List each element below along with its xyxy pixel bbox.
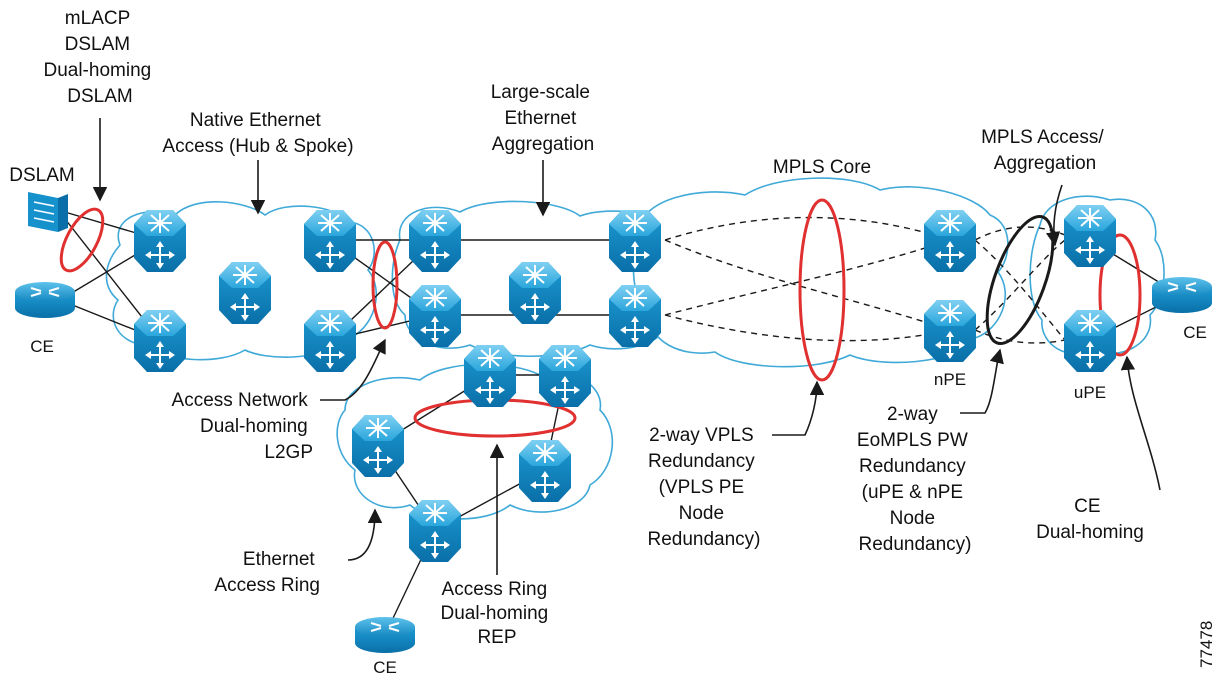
npe-switch-1 bbox=[923, 209, 977, 273]
ce-router-right bbox=[1151, 276, 1213, 314]
upe-switch-1 bbox=[1063, 204, 1117, 268]
access-switch-4 bbox=[303, 309, 357, 373]
mlacp-ellipse bbox=[59, 207, 105, 273]
native-ethernet-label: Native Ethernet Access (Hub & Spoke) bbox=[162, 110, 353, 157]
access-ring-label: Access Ring Dual-homing REP bbox=[440, 579, 553, 648]
ce-bottom-label: CE bbox=[373, 658, 397, 677]
eompls-label: 2-way EoMPLS PW Redundancy (uPE & nPE No… bbox=[857, 404, 973, 555]
access-network-label: Access Network Dual-homing L2GP bbox=[172, 390, 313, 463]
mpls-access-cloud bbox=[1029, 195, 1165, 355]
mpls-core-label: MPLS Core bbox=[773, 157, 871, 178]
mpls-access-label: MPLS Access/ Aggregation bbox=[981, 127, 1109, 174]
callout-arrows bbox=[92, 118, 1161, 575]
ce-right-label: CE bbox=[1183, 323, 1207, 342]
agg-switch-1 bbox=[408, 209, 462, 273]
ce-router-bottom bbox=[354, 616, 416, 654]
eompls-ellipse bbox=[985, 214, 1055, 346]
ce-left-label: CE bbox=[30, 337, 54, 356]
mpls-core-cloud bbox=[632, 177, 1009, 368]
upe-label: uPE bbox=[1074, 383, 1106, 402]
ring-switch-1 bbox=[463, 344, 517, 408]
ce-dualhoming-label: CE Dual-homing bbox=[1036, 496, 1144, 543]
vpls-ellipse bbox=[798, 198, 846, 382]
npe-switch-2 bbox=[923, 299, 977, 363]
ce-dualhoming-ellipse bbox=[1098, 233, 1142, 357]
access-switch-2 bbox=[133, 309, 187, 373]
large-scale-label: Large-scale Ethernet Aggregation bbox=[491, 82, 596, 155]
pseudowire-links bbox=[664, 216, 1066, 344]
pe-switch-1 bbox=[608, 209, 662, 273]
ring-switch-3 bbox=[351, 414, 405, 478]
dslam-label: DSLAM bbox=[9, 165, 74, 186]
figure-id: 77478 bbox=[1197, 621, 1216, 668]
access-switch-1 bbox=[133, 209, 187, 273]
npe-label: nPE bbox=[934, 370, 966, 389]
vpls-label: 2-way VPLS Redundancy (VPLS PE Node Redu… bbox=[647, 425, 760, 550]
agg-switch-3 bbox=[508, 261, 562, 325]
ce-router-left bbox=[14, 281, 76, 319]
hub-switch bbox=[218, 261, 272, 325]
mlacp-label: mLACP DSLAM Dual-homing DSLAM bbox=[43, 8, 156, 107]
ring-switch-2 bbox=[538, 344, 592, 408]
pe-switch-2 bbox=[608, 284, 662, 348]
ring-switch-5 bbox=[408, 499, 462, 563]
upe-switch-2 bbox=[1063, 309, 1117, 373]
l2gp-ellipse bbox=[371, 240, 399, 330]
dslam-device bbox=[28, 192, 68, 232]
ring-switch-4 bbox=[518, 439, 572, 503]
ethernet-ring-label: Ethernet Access Ring bbox=[214, 549, 320, 596]
access-switch-3 bbox=[303, 209, 357, 273]
agg-switch-2 bbox=[408, 284, 462, 348]
